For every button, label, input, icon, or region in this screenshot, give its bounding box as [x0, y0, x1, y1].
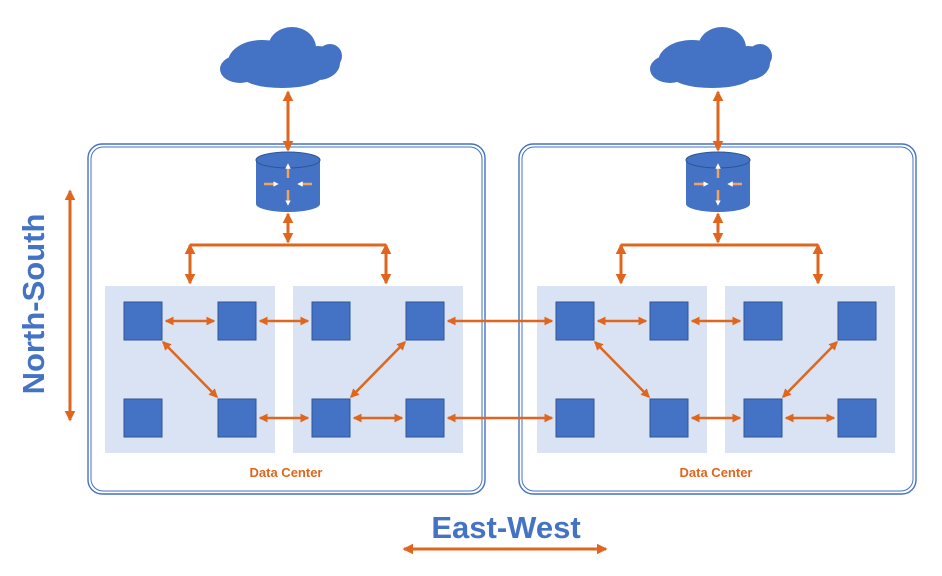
node — [743, 398, 783, 438]
node — [405, 301, 445, 341]
cloud-icon — [220, 27, 342, 88]
data-center-label: Data Center — [250, 465, 323, 480]
node — [555, 301, 595, 341]
node — [837, 301, 877, 341]
node — [217, 301, 257, 341]
node — [649, 398, 689, 438]
node — [837, 398, 877, 438]
node — [217, 398, 257, 438]
node — [311, 398, 351, 438]
node — [123, 398, 163, 438]
node — [649, 301, 689, 341]
data-center-right: Data Center — [518, 27, 917, 495]
router-icon — [685, 151, 751, 212]
node-links — [162, 316, 406, 423]
node — [123, 301, 163, 341]
node — [311, 301, 351, 341]
cloud-icon — [650, 27, 772, 88]
node-links — [594, 316, 838, 423]
north-south-label: North-South — [16, 214, 51, 395]
router-icon — [255, 151, 321, 212]
data-center-left: Data Center — [87, 27, 486, 495]
east-west-label: East-West — [431, 510, 580, 545]
router-arrows-icon — [694, 163, 742, 206]
data-center-label: Data Center — [680, 465, 753, 480]
node — [555, 398, 595, 438]
node — [405, 398, 445, 438]
node — [743, 301, 783, 341]
inter-dc-links — [446, 316, 554, 423]
router-arrows-icon — [264, 163, 312, 206]
